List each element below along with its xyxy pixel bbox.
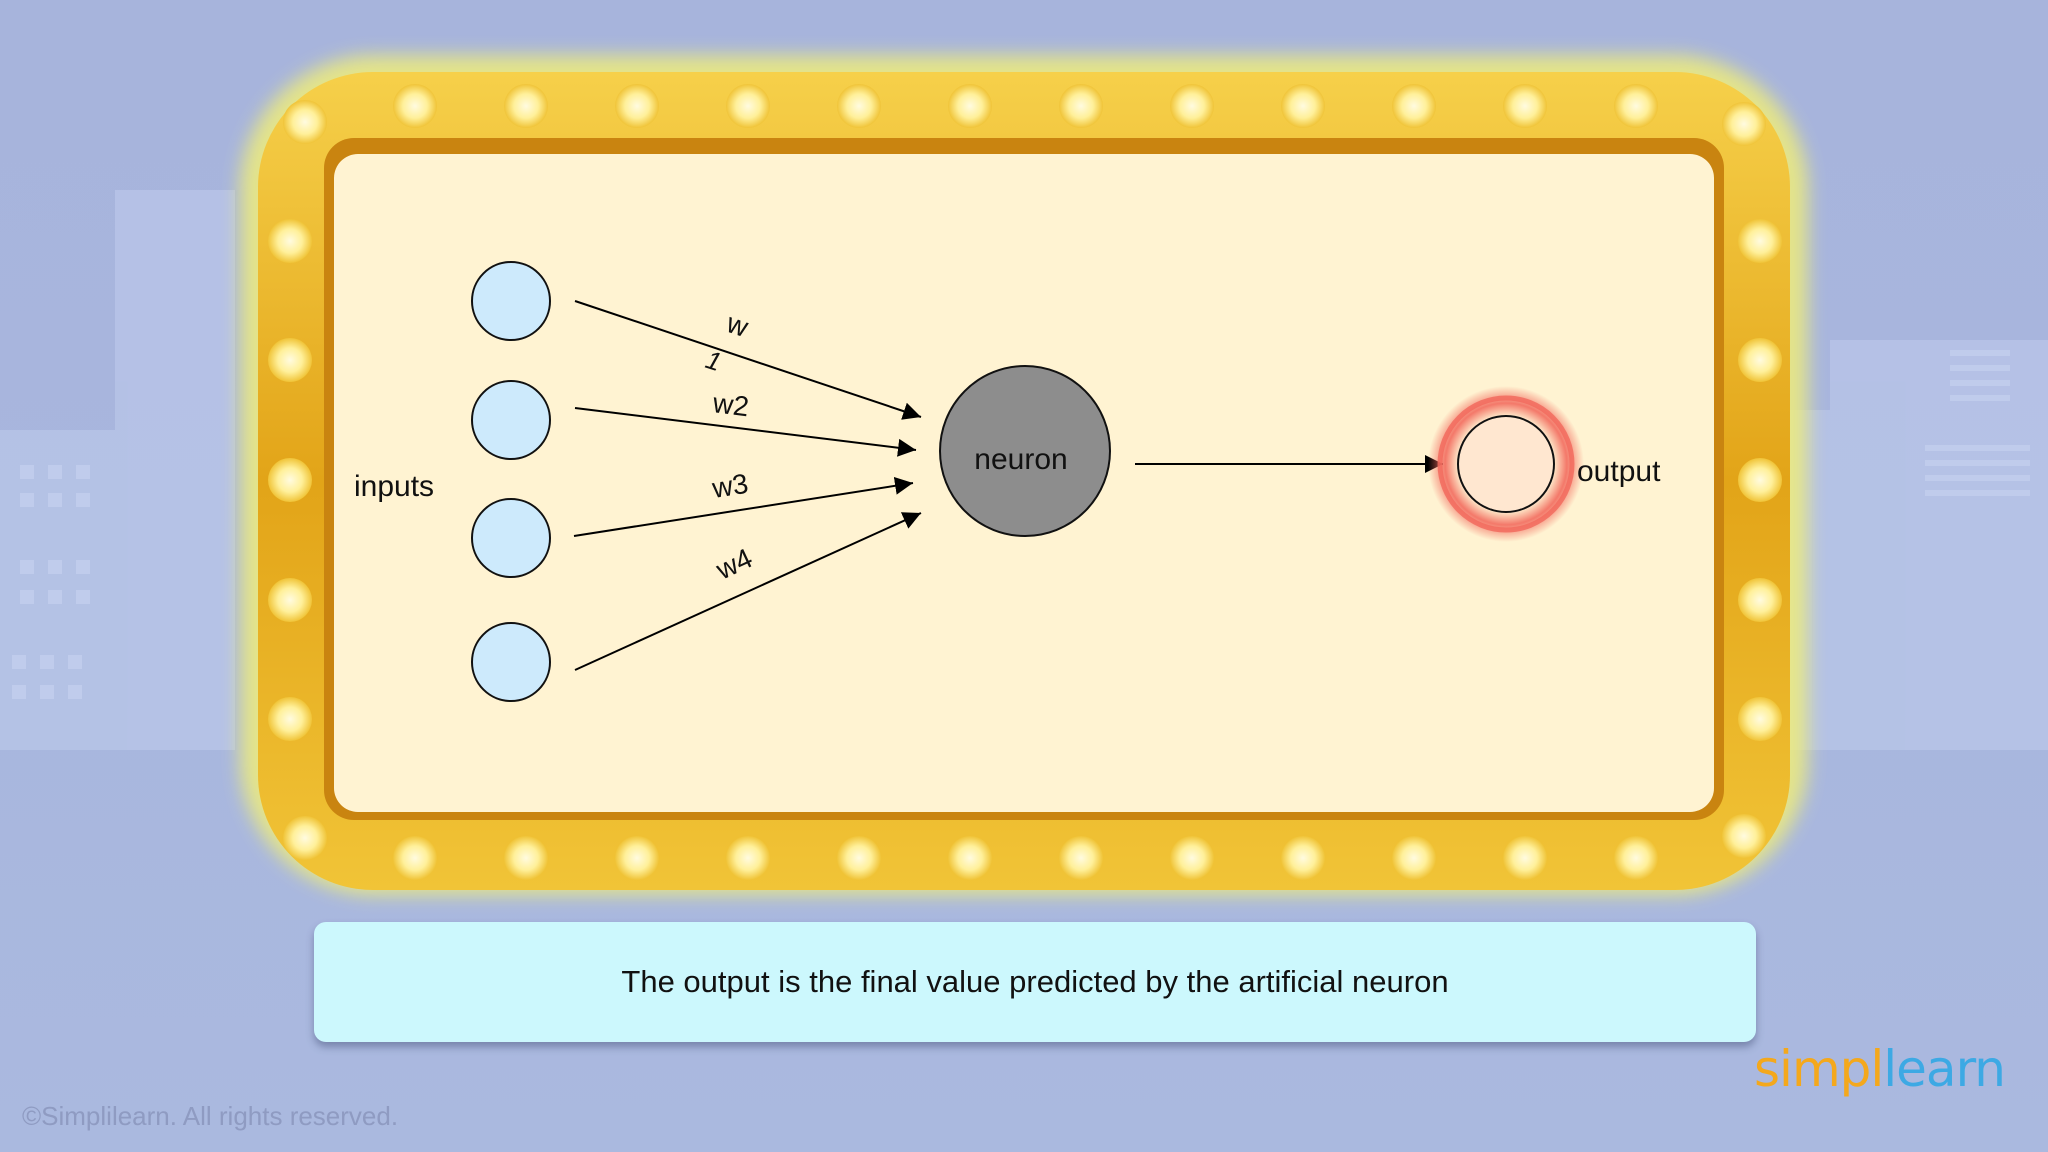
output-highlight-ring [1437,395,1575,533]
input-node-3 [471,498,551,578]
input-node-1 [471,261,551,341]
inputs-label: inputs [354,470,434,503]
marquee-bulbs [268,84,1782,880]
neuron-label: neuron [974,443,1067,476]
weight-arrow-4 [574,512,922,671]
output-label: output [1577,455,1661,488]
weight-arrow-3 [573,476,914,537]
input-node-2 [471,380,551,460]
weight-label-w2: w2 [710,387,750,422]
output-node [1457,415,1555,513]
logo-part-learn: learn [1883,1040,2006,1098]
weight-label-w3: w3 [709,468,750,504]
copyright-notice: ©Simplilearn. All rights reserved. [22,1101,399,1131]
weight-arrow-1 [574,300,922,420]
simplilearn-logo: simpllearn [1754,1040,2006,1098]
input-node-4 [471,622,551,702]
neuron-node [939,365,1111,537]
weight-arrow-2 [574,407,917,457]
caption-text: The output is the final value predicted … [621,964,1449,999]
logo-part-simpl: simpl [1754,1040,1884,1098]
caption-box: The output is the final value predicted … [314,922,1756,1042]
